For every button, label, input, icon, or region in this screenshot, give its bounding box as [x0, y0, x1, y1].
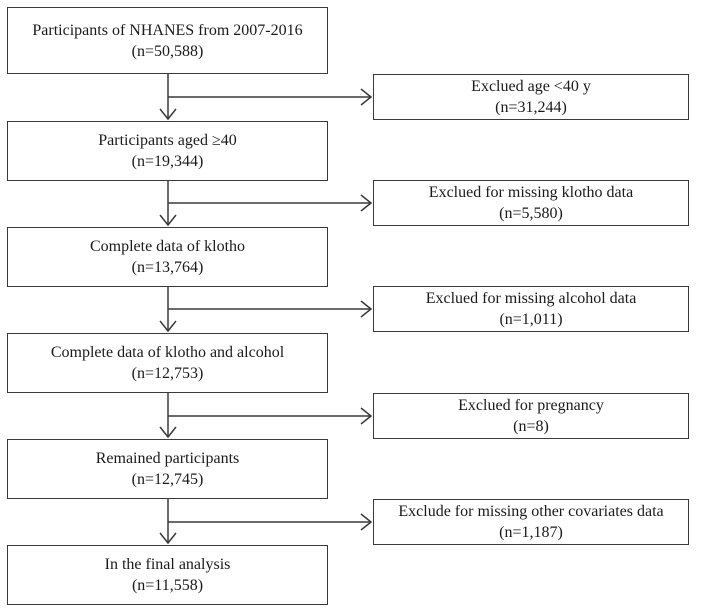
- flow-arrowhead: [360, 300, 373, 318]
- step-label: Complete data of klotho and alcohol: [50, 344, 285, 361]
- flow-arrowhead: [159, 532, 177, 545]
- exclusion-label: Exclude for missing other covariates dat…: [398, 503, 664, 520]
- flow-arrowhead: [360, 407, 373, 425]
- step-box-aged-40: Participants aged ≥40 (n=19,344): [7, 121, 328, 181]
- exclusion-box-covariates: Exclude for missing other covariates dat…: [373, 499, 689, 545]
- step-count: (n=11,558): [131, 577, 204, 594]
- step-label: Participants aged ≥40: [98, 132, 237, 149]
- flow-arrowhead: [159, 320, 177, 333]
- flow-arrowhead: [360, 513, 373, 531]
- step-label: In the final analysis: [104, 556, 231, 573]
- exclusion-box-age: Exclued age <40 y (n=31,244): [373, 74, 689, 120]
- exclusion-count: (n=1,011): [499, 311, 563, 328]
- exclusion-box-klotho: Exclued for missing klotho data (n=5,580…: [373, 180, 689, 226]
- step-box-final-analysis: In the final analysis (n=11,558): [7, 545, 328, 605]
- step-count: (n=13,764): [131, 259, 204, 276]
- exclusion-label: Exclued age <40 y: [471, 78, 591, 95]
- step-label: Complete data of klotho: [89, 238, 246, 255]
- flow-arrowhead: [159, 426, 177, 439]
- step-label: Participants of NHANES from 2007-2016: [32, 21, 303, 39]
- flow-arrowhead: [159, 108, 177, 121]
- flow-arrowhead: [360, 88, 373, 106]
- exclusion-label: Exclued for missing alcohol data: [425, 290, 637, 307]
- step-box-remained: Remained participants (n=12,745): [7, 439, 328, 499]
- step-box-klotho-alcohol: Complete data of klotho and alcohol (n=1…: [7, 333, 328, 393]
- exclusion-box-pregnancy: Exclued for pregnancy (n=8): [373, 393, 689, 439]
- exclusion-box-alcohol: Exclued for missing alcohol data (n=1,01…: [373, 286, 689, 332]
- step-label: Remained participants: [95, 450, 240, 467]
- step-box-nhanes-participants: Participants of NHANES from 2007-2016 (n…: [7, 7, 328, 74]
- exclusion-count: (n=1,187): [499, 524, 563, 541]
- step-count: (n=19,344): [131, 153, 204, 170]
- exclusion-label: Exclued for missing klotho data: [428, 184, 634, 201]
- exclusion-count: (n=31,244): [495, 99, 567, 116]
- flow-arrowhead: [159, 214, 177, 227]
- exclusion-count: (n=5,580): [499, 205, 563, 222]
- flow-arrowhead: [360, 194, 373, 212]
- exclusion-count: (n=8): [513, 418, 549, 435]
- exclusion-label: Exclued for pregnancy: [458, 397, 604, 414]
- step-count: (n=50,588): [131, 42, 204, 60]
- step-count: (n=12,753): [131, 365, 204, 382]
- step-count: (n=12,745): [131, 471, 204, 488]
- step-box-klotho: Complete data of klotho (n=13,764): [7, 227, 328, 287]
